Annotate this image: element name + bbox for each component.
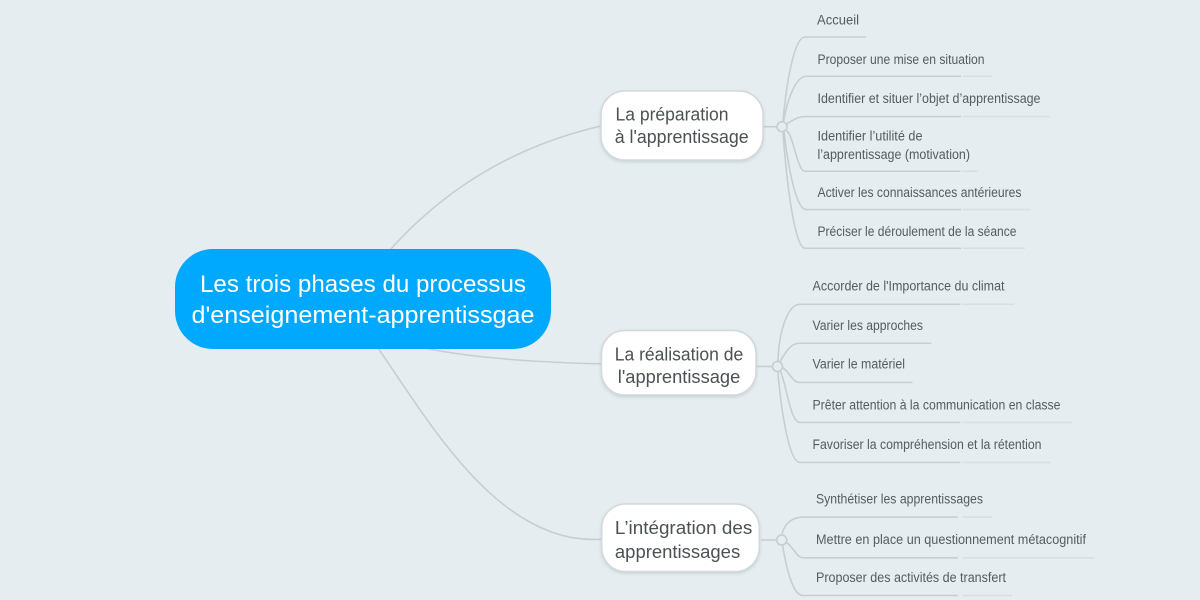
svg-text:l’apprentissage (motivation): l’apprentissage (motivation) (818, 147, 971, 162)
svg-text:l'apprentissage: l'apprentissage (618, 367, 741, 387)
svg-text:à l'apprentissage: à l'apprentissage (615, 127, 749, 147)
svg-text:Varier les approches: Varier les approches (813, 318, 924, 333)
svg-text:Identifier et situer l’objet d: Identifier et situer l’objet d’apprentis… (818, 91, 1041, 106)
svg-text:Les trois phases du processus: Les trois phases du processus (200, 271, 526, 298)
svg-text:La préparation: La préparation (616, 105, 729, 125)
svg-text:Proposer une mise en situation: Proposer une mise en situation (818, 52, 985, 67)
svg-text:Préciser le déroulement de la: Préciser le déroulement de la séance (818, 224, 1017, 239)
svg-text:L’intégration des: L’intégration des (615, 518, 752, 538)
svg-text:Activer les connaissances anté: Activer les connaissances antérieures (818, 185, 1022, 200)
svg-text:Prêter attention à la communic: Prêter attention à la communication en c… (813, 398, 1061, 413)
svg-text:d'enseignement-apprentissgae: d'enseignement-apprentissgae (192, 302, 535, 329)
svg-text:Proposer des activités de tran: Proposer des activités de transfert (816, 570, 1006, 585)
svg-text:Identifier l’utilité de: Identifier l’utilité de (818, 129, 923, 144)
svg-text:Favoriser la compréhension et: Favoriser la compréhension et la rétenti… (813, 437, 1042, 452)
svg-text:Synthétiser les apprentissages: Synthétiser les apprentissages (816, 491, 983, 506)
svg-text:Mettre en place un questionnem: Mettre en place un questionnement métaco… (816, 532, 1086, 547)
svg-text:Accorder de l'Importance du cl: Accorder de l'Importance du climat (813, 279, 1005, 294)
svg-text:La réalisation de: La réalisation de (615, 345, 744, 365)
svg-text:Varier le matériel: Varier le matériel (813, 356, 906, 371)
svg-text:Accueil: Accueil (817, 13, 859, 28)
svg-text:apprentissages: apprentissages (615, 542, 740, 562)
